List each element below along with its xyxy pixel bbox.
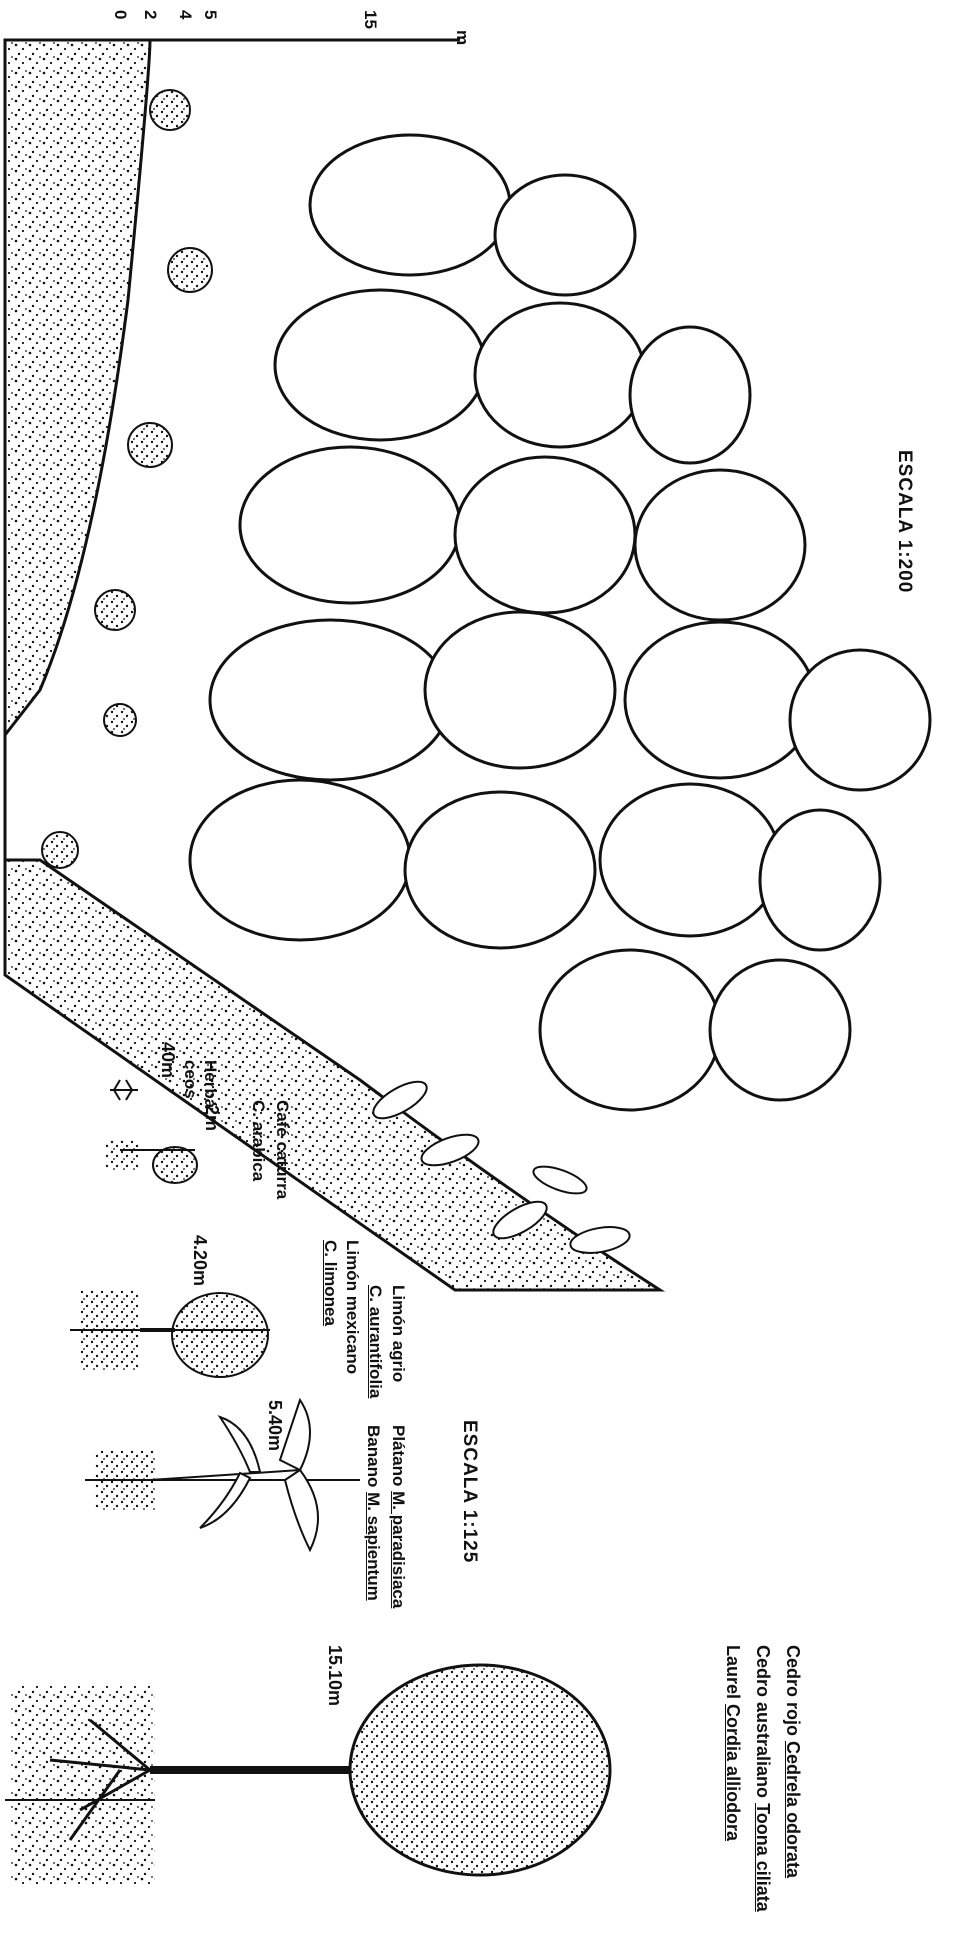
coffee-shrub (104, 704, 136, 736)
timber-tree (5, 1665, 610, 1885)
coffee-shrub (95, 590, 135, 630)
axis-tick-4: 4 (175, 10, 195, 19)
species-herbaceos-1: Herbá (200, 1060, 220, 1108)
species-laurel: Laurel Cordia alliodora (722, 1645, 743, 1841)
tree-crown (790, 650, 930, 790)
tree-crown (210, 620, 450, 780)
tree-crown (760, 810, 880, 950)
species-limon-mexicano-common: Limón mexicano (342, 1240, 362, 1374)
coffee-shrub (150, 90, 190, 130)
tree-crown (540, 950, 720, 1110)
species-banano: Banano M. sapientum (363, 1425, 383, 1601)
species-cafe-common: Café caturra (272, 1100, 292, 1199)
tree-crown (635, 470, 805, 620)
species-limon-agrio-sci: C. aurantifolia (365, 1285, 385, 1398)
axis-tick-0: 0 (110, 10, 130, 19)
species-limon-mexicano-sci: C. limonea (320, 1240, 340, 1326)
coffee-shrub (168, 248, 212, 292)
axis-tick-2: 2 (140, 10, 160, 19)
tree-crown (405, 792, 595, 948)
herbaceous-plant (110, 1080, 138, 1100)
species-platano: Plátano M. paradisiaca (388, 1425, 408, 1608)
tree-crown (630, 327, 750, 463)
musa-plant (85, 1400, 360, 1550)
axis-tick-15: 15 (360, 10, 380, 29)
scale-label-main: ESCALA 1:200 (893, 450, 915, 593)
tree-crown (600, 784, 780, 936)
axis-unit: m (452, 30, 472, 45)
scale-label-detail: ESCALA 1:125 (458, 1420, 480, 1563)
tree-crown (495, 175, 635, 295)
soil-profile (5, 40, 150, 735)
height-trees: 15.10m (324, 1645, 345, 1706)
canopy-cluster (190, 135, 930, 1110)
lime-tree (70, 1290, 270, 1377)
coffee-shrub (128, 423, 172, 467)
tree-crown (710, 960, 850, 1100)
species-cedro-rojo: Cedro rojo Cedrela odorata (782, 1645, 803, 1878)
tree-crown (425, 612, 615, 768)
tree-crown (275, 290, 485, 440)
height-musa: 5.40m (264, 1400, 285, 1451)
species-herbaceos-2: ceos (180, 1060, 200, 1099)
height-limon: 4.20m (189, 1235, 210, 1286)
height-herbaceos: 40m (157, 1042, 178, 1078)
coffee-plant (105, 1140, 197, 1183)
tree-crown (240, 447, 460, 603)
tree-crown (475, 303, 645, 447)
tree-crown (190, 780, 410, 940)
species-cedro-australiano: Cedro australiano Toona ciliata (752, 1645, 773, 1912)
coffee-shrub (42, 832, 78, 868)
tree-crown (625, 622, 815, 778)
species-limon-agrio-common: Limón agrio (388, 1285, 408, 1382)
tree-crown (455, 457, 635, 613)
tree-crown (310, 135, 510, 275)
height-cafe: 2m (201, 1105, 222, 1131)
species-cafe-sci: C. arabica (248, 1100, 268, 1181)
axis-tick-5: 5 (200, 10, 220, 19)
